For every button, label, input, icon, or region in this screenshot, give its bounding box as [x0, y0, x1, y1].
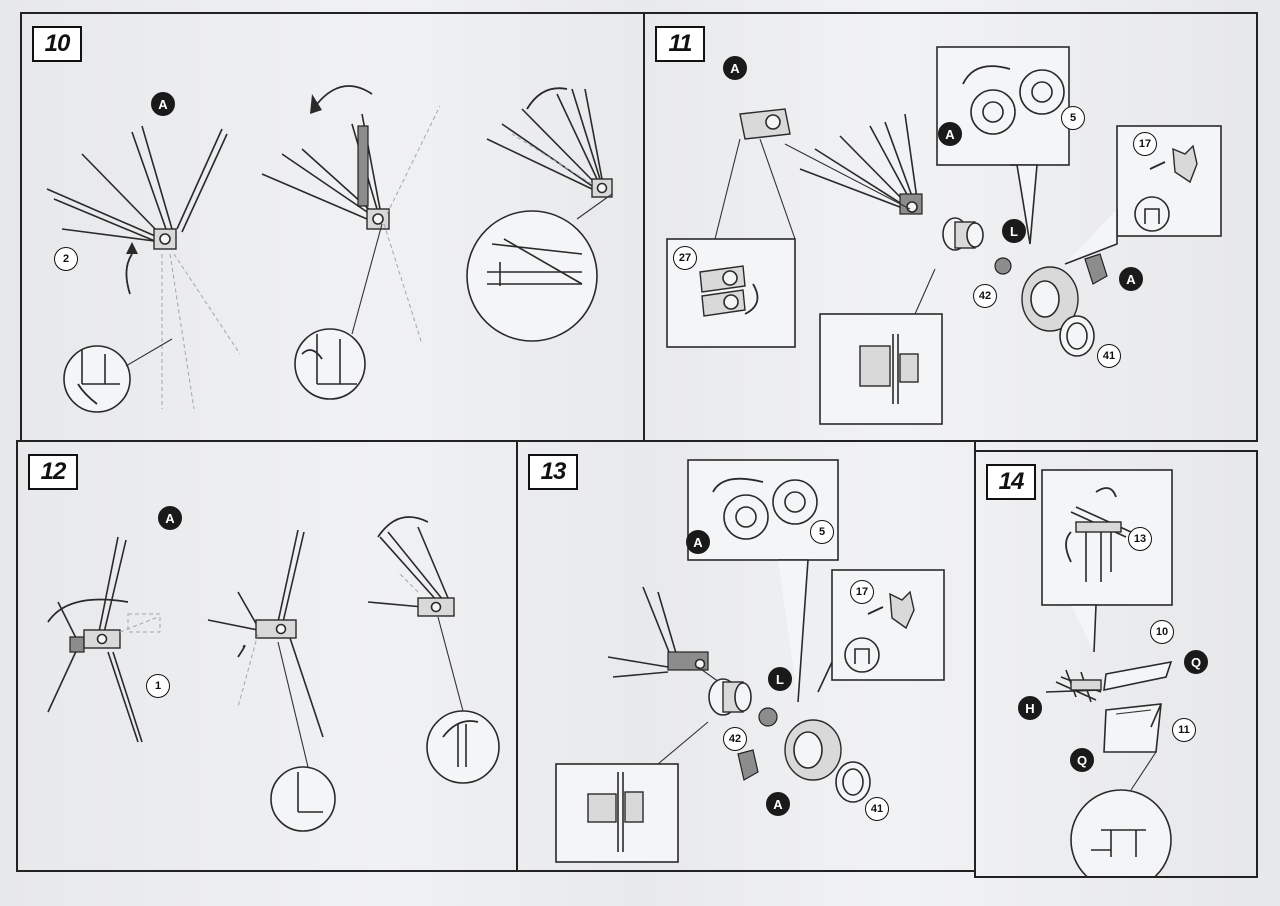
callout-A: A [686, 530, 710, 554]
fork-assembly-2 [261, 85, 441, 345]
step-13-panel: 13 [516, 440, 976, 872]
step-14-drawing [1041, 469, 1173, 876]
callout-A: A [766, 792, 790, 816]
lower-assembly [1045, 660, 1173, 753]
callout-A: A [1119, 267, 1143, 291]
step-11-drawing [666, 46, 1222, 425]
step-number: 11 [655, 26, 705, 62]
fork-assembly [784, 113, 923, 215]
step-number: 14 [986, 464, 1036, 500]
fork-assembly-2 [207, 529, 324, 738]
detail-zoom-2 [426, 616, 500, 784]
callout-10: 10 [1150, 620, 1174, 644]
callout-L: L [1002, 219, 1026, 243]
callout-42: 42 [723, 727, 747, 751]
step-10-drawing [46, 85, 613, 413]
callout-27: 27 [673, 246, 697, 270]
callout-17: 17 [850, 580, 874, 604]
step-number: 12 [28, 454, 78, 490]
callout-41: 41 [1097, 344, 1121, 368]
step-number: 13 [528, 454, 578, 490]
callout-11: 11 [1172, 718, 1196, 742]
callout-A: A [151, 92, 175, 116]
fork-assembly [607, 586, 734, 693]
fork-assembly-3 [367, 516, 455, 617]
step-number: 10 [32, 26, 82, 62]
hub [708, 678, 778, 727]
callout-2: 2 [54, 247, 78, 271]
callout-13: 13 [1128, 527, 1152, 551]
step-12-panel: 12 [16, 440, 518, 872]
callout-H: H [1018, 696, 1042, 720]
gear-bubble [687, 459, 839, 703]
detail-box-hub [819, 268, 943, 425]
callout-42: 42 [973, 284, 997, 308]
gear-bubble [936, 46, 1070, 245]
fork-assembly-3 [486, 87, 613, 198]
bracket-part [714, 108, 796, 240]
step-11-panel: 11 [643, 12, 1258, 442]
callout-Q: Q [1070, 748, 1094, 772]
step-12-drawing [47, 516, 500, 832]
callout-L: L [768, 667, 792, 691]
detail-zoom-1 [63, 338, 173, 413]
detail-zoom [1070, 751, 1172, 876]
tire [1021, 253, 1108, 357]
callout-1: 1 [146, 674, 170, 698]
fork-assembly-1 [47, 536, 161, 743]
detail-zoom-2 [294, 223, 383, 400]
callout-17: 17 [1133, 132, 1157, 156]
tire [737, 719, 871, 803]
detail-zoom-1 [270, 641, 336, 832]
callout-A: A [723, 56, 747, 80]
step-14-panel: 14 [974, 450, 1258, 878]
detail-box-hub [555, 721, 709, 863]
callout-Q: Q [1184, 650, 1208, 674]
hub [942, 217, 1012, 275]
callout-41: 41 [865, 797, 889, 821]
clip-bubble [817, 569, 945, 693]
step-13-drawing [555, 459, 945, 863]
callout-5: 5 [810, 520, 834, 544]
callout-5: 5 [1061, 106, 1085, 130]
clip-bubble [1064, 125, 1222, 265]
detail-zoom-3 [466, 193, 613, 342]
callout-A: A [158, 506, 182, 530]
fork-assembly-1 [46, 125, 241, 410]
step-10-panel: 10 [20, 12, 645, 442]
callout-A: A [938, 122, 962, 146]
